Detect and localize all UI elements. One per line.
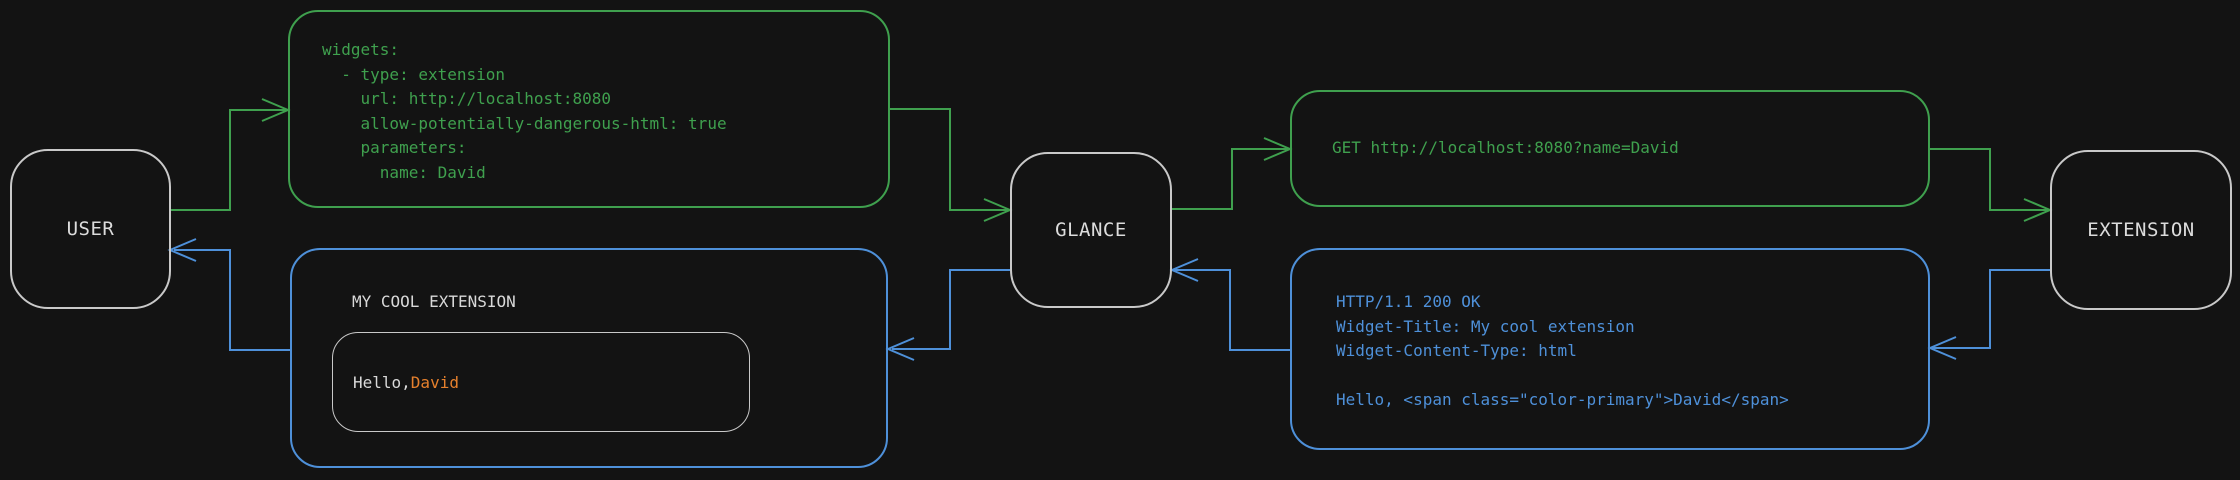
config-code-text: widgets: - type: extension url: http://l… [322,40,727,182]
widget-preview-box: MY COOL EXTENSION Hello, David [290,248,888,468]
request-arrow-config-to-glance [890,108,1013,222]
request-code-block: GET http://localhost:8080?name=David [1290,90,1930,207]
request-arrow-glance-to-request [1172,137,1293,210]
request-arrow-request-to-extension [1930,148,2053,222]
response-code-text: HTTP/1.1 200 OK Widget-Title: My cool ex… [1336,292,1789,409]
response-arrow-glance-to-widget [885,269,1010,361]
widget-preview-title: MY COOL EXTENSION [352,292,516,311]
config-code-block: widgets: - type: extension url: http://l… [288,10,890,208]
response-arrow-widget-to-user [167,238,290,351]
user-node: USER [10,149,171,309]
glance-node: GLANCE [1010,152,1172,308]
arrowhead-left-icon [1169,258,1199,282]
user-node-label: USER [66,218,115,240]
glance-node-label: GLANCE [1055,219,1127,241]
extension-node: EXTENSION [2050,150,2232,310]
arrowhead-left-icon [885,337,915,361]
widget-preview-inner-box: Hello, David [332,332,750,432]
request-arrow-user-to-config [171,98,291,211]
response-arrow-extension-to-response [1927,269,2050,360]
arrowhead-left-icon [1927,336,1957,360]
extension-node-label: EXTENSION [2087,219,2195,241]
greeting-name: David [410,372,459,392]
greeting-prefix: Hello, [353,372,411,392]
response-code-block: HTTP/1.1 200 OK Widget-Title: My cool ex… [1290,248,1930,450]
response-arrow-response-to-glance [1169,258,1290,351]
request-code-text: GET http://localhost:8080?name=David [1332,138,1679,158]
